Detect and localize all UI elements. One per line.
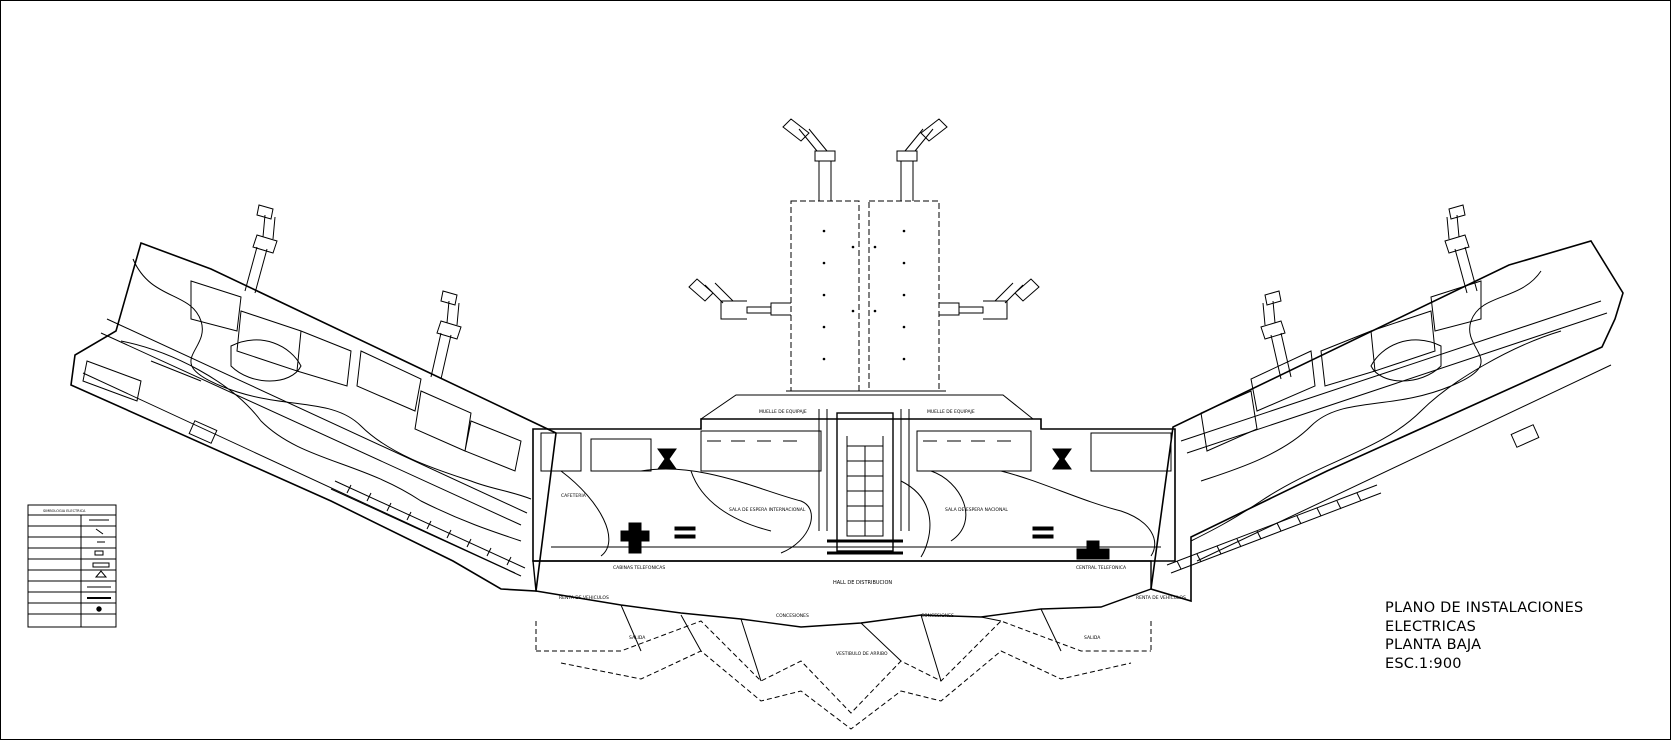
bridge-left-inner <box>430 290 462 380</box>
legend-title: SIMBOLOGIA ELECTRICA <box>43 509 86 513</box>
central-left-x-fixture <box>657 448 677 470</box>
title-line-2: ELECTRICAS <box>1385 618 1476 635</box>
central-right-bar2 <box>1032 534 1054 539</box>
label-cabinas-left: CABINAS TELEFONICAS <box>613 565 665 571</box>
right-wing-contour <box>1190 270 1562 542</box>
bridge-upper-right <box>896 118 948 201</box>
arrival-zigzag-dashed-outer <box>560 650 1132 730</box>
bridge-upper-left <box>782 118 836 201</box>
left-wing-stair <box>188 420 218 444</box>
bridge-right-outer <box>1444 204 1478 294</box>
right-wing-rooms <box>1200 280 1482 452</box>
label-muelle-right: MUELLE DE EQUIPAJE <box>927 409 975 415</box>
legend-table <box>27 504 117 628</box>
right-wing-service-strip <box>1166 484 1382 574</box>
bridge-right-inner <box>1260 290 1292 380</box>
central-contour <box>560 468 1156 558</box>
arrival-zigzag-dashed <box>535 620 1152 714</box>
central-left-bar2 <box>674 534 696 539</box>
central-right-block <box>1076 540 1110 560</box>
label-renta-right: RENTA DE VEHICULOS <box>1136 595 1186 601</box>
label-sala-right: SALIDA <box>1084 635 1101 641</box>
label-renta-left: RENTA DE VEHICULOS <box>559 595 609 601</box>
title-line-3: PLANTA BAJA <box>1385 637 1482 653</box>
central-pier-right <box>868 200 940 392</box>
left-wing-inner-band <box>82 318 528 574</box>
right-wing-inner-band <box>1180 300 1612 562</box>
title-line-1: PLANO DE INSTALACIONES <box>1385 600 1584 616</box>
central-right-bar <box>1032 526 1054 531</box>
right-wing-outline <box>1150 240 1624 603</box>
central-left-bar <box>674 526 696 531</box>
left-wing-contour <box>120 258 532 542</box>
central-left-cross <box>620 522 650 554</box>
central-left-core-lines <box>818 409 910 531</box>
label-vestibulo: VESTIBULO DE ARRIBO <box>836 651 888 657</box>
arrival-band-stripes <box>620 604 1062 682</box>
label-cabinas-right: CENTRAL TELEFONICA <box>1076 565 1127 571</box>
label-sala-left: SALIDA <box>629 635 646 641</box>
label-hall-distribucion: HALL DE DISTRIBUCION <box>833 580 892 586</box>
bridge-left-outer <box>244 204 278 294</box>
label-cafeteria: CAFETERIA <box>561 493 587 499</box>
central-core <box>836 412 894 552</box>
left-wing-outline <box>70 241 557 592</box>
bridge-mid-left <box>688 278 791 320</box>
title-block: PLANO DE INSTALACIONES ELECTRICAS PLANTA… <box>1385 599 1583 673</box>
central-core-base <box>827 539 903 555</box>
label-sala-internacional: SALA DE ESPERA INTERNACIONAL <box>729 507 806 513</box>
central-upper-rooms <box>540 430 1172 472</box>
label-concesiones-right: CONCESIONES <box>921 613 954 619</box>
central-core-cells <box>846 436 884 537</box>
pier-markers <box>822 229 906 361</box>
title-scale: ESC.1:900 <box>1385 655 1462 672</box>
label-sala-nacional: SALA DE ESPERA NACIONAL <box>945 507 1008 513</box>
right-wing-stair <box>1510 424 1540 448</box>
label-concesiones-left: CONCESIONES <box>776 613 809 619</box>
left-wing-service-strip <box>330 480 526 577</box>
bridge-mid-right <box>939 278 1040 320</box>
central-right-x-fixture <box>1052 448 1072 470</box>
central-pier-left <box>790 200 860 392</box>
central-roof-trapezoid <box>700 394 1034 420</box>
arrival-band-outline <box>532 560 1152 628</box>
label-muelle-left: MUELLE DE EQUIPAJE <box>759 409 807 415</box>
left-wing-rooms <box>82 280 522 472</box>
